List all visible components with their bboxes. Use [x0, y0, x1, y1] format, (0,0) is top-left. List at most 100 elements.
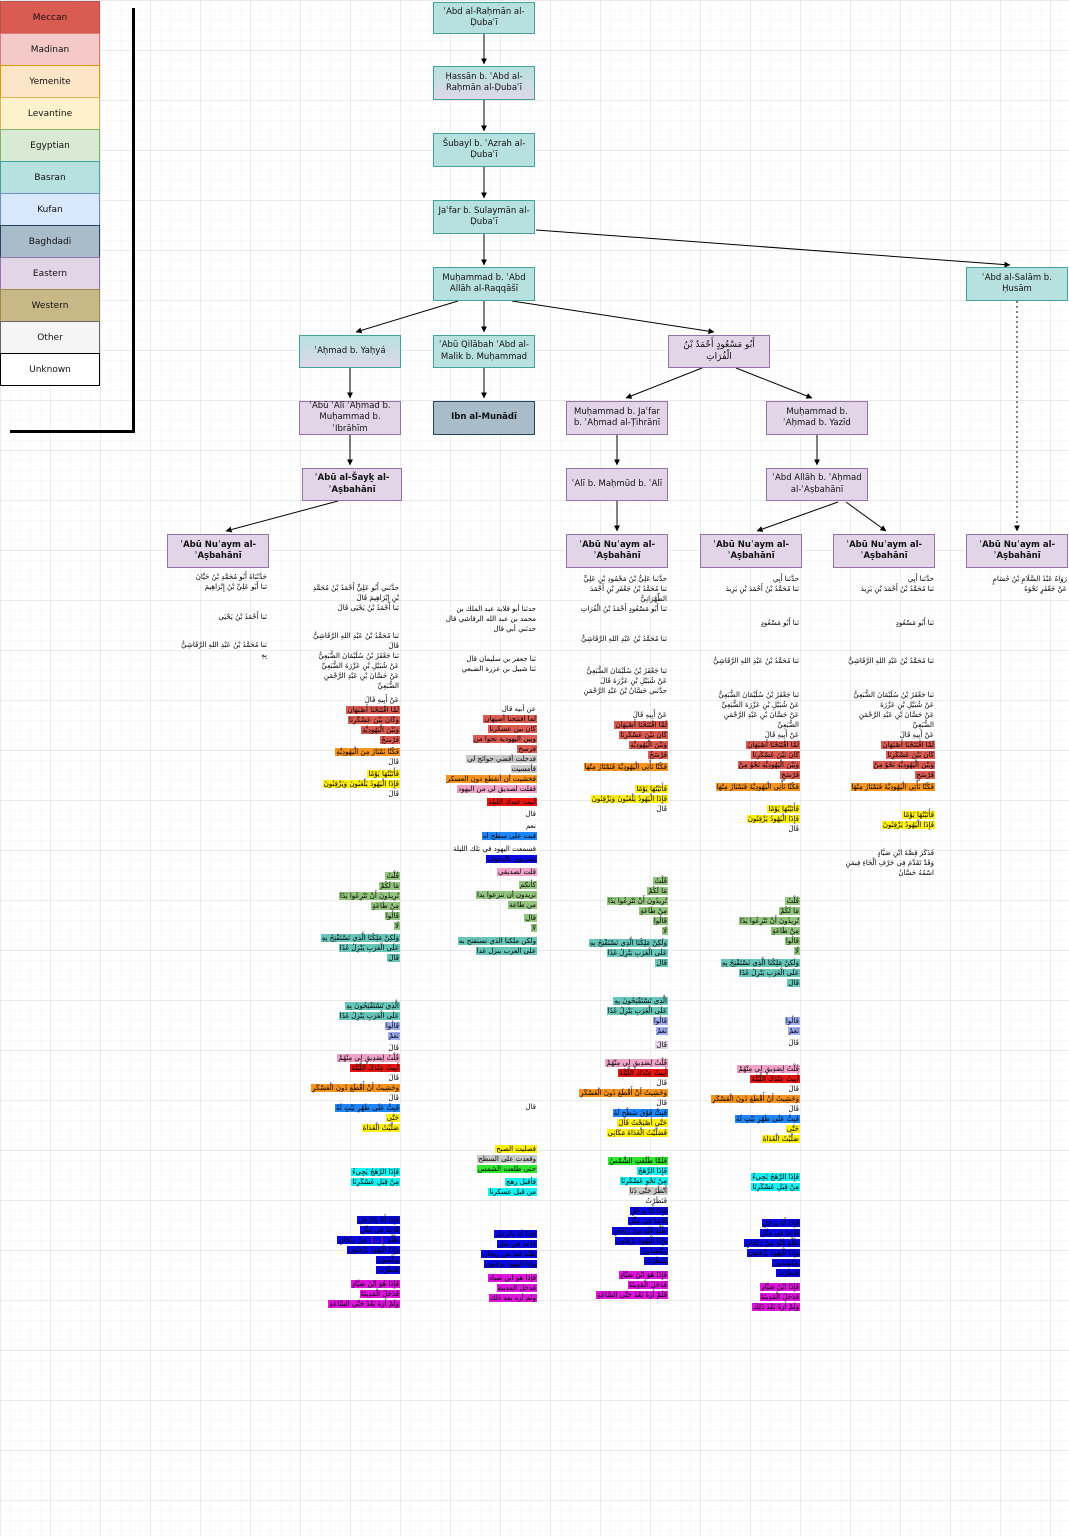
text-line: ثنا أَبُو مَسْعُودٍ [760, 619, 799, 627]
text-line: يضربون بالدفوف [486, 855, 537, 863]
text-line: الَّذِي تَسْتَفْتِحُونَ بِهِ [613, 997, 668, 1005]
node-ali-b-mahmud-b-ali[interactable]: ʿAlī b. Maḥmūd b. ʿAlī [566, 468, 668, 501]
legend-item-western: Western [0, 289, 100, 322]
text-line: عَنْ حَسَّانَ بْنِ عَبْدِ الرَّحْمَنِ [323, 672, 399, 680]
text-line: رَوَاهُ عَبْدُ السَّلَامِ بْنُ حُسَامٍ [992, 575, 1067, 583]
matn-column-abu-nuaym-1-short: حَدَّثَنَاهُ أَبُو مُحَمَّدِ بْنُ حَيَّا… [158, 572, 268, 660]
text-line: قَالَ [788, 1039, 799, 1047]
text-line: مَا لَكُمْ [647, 887, 668, 895]
node-abu-nuaym-al-asbahani-1[interactable]: ʾAbū Nuʿaym al-ʾAṣbahānī [167, 534, 269, 568]
text-line: وبين اليهودية نحوا من [472, 735, 537, 743]
text-line: ثنا مُحَمَّدُ بْنُ عَبْدِ اللهِ الرَّقَا… [181, 641, 267, 649]
legend-item-unknown: Unknown [0, 353, 100, 386]
node-muhammad-b-abd-allah-al-raqqashi[interactable]: Muḥammad b. ʿAbd Allāh al-Raqqāšī [433, 267, 535, 301]
node-abd-al-rahman-al-dubai[interactable]: ʿAbd al-Raḥmān al-Ḍubaʿī [433, 2, 535, 34]
text-line: عَنْ أَبِيهِ قَالَ [632, 711, 667, 719]
text-line: فَرْسَخٍ [780, 771, 800, 779]
text-line: أَنْظُرُ حَتَّى دَنَا [628, 1187, 668, 1195]
node-abu-ali-ahmad-b-muhammad-b-ibrahim[interactable]: ʾAbū ʿAlī ʾAḥmad b. Muḥammad b. ʾIbrāhīm [299, 401, 401, 435]
text-line: وَلَكِنْ مَلِكُنَا الَّذِي نَسْتَفْتِحُ … [720, 959, 800, 967]
legend-item-other: Other [0, 321, 100, 354]
node-ahmad-b-yahya[interactable]: ʾAḥmad b. Yaḥyá [299, 335, 401, 368]
text-line: فَأَتَيْتُهَا يَوْمًا [767, 805, 800, 813]
text-line: فخشيت أن أنقطع دون العسكر [445, 775, 537, 783]
text-line: قَاعِدٌ فِي مِثْلِ [759, 1229, 800, 1237]
text-line: فَكُنَّا نَأْتِي الْيَهُودِيَّةَ فَنَمْت… [583, 763, 668, 771]
text-line: فَنَظَرْتُ [776, 1269, 800, 1277]
text-line: قَالَ [656, 805, 667, 813]
text-line: حَتَّى [385, 1114, 400, 1122]
node-abu-masud-ahmad-b-al-furat[interactable]: أَبُو مَسْعُودٍ أَحْمَدُ بْنُ الْفُرَاتِ [668, 335, 770, 368]
text-line: لما افتتحنا أصبهان [483, 715, 537, 723]
text-line: وَبَيْنَ الْيَهُودِيَّةِ نَحْوٌ مِنْ [872, 761, 935, 769]
text-line: قَاعِدٌ فِي مِثْلِ [627, 1217, 668, 1225]
text-line: قَالَ [655, 959, 668, 967]
text-line: مِنْ طَاعَةٍ [371, 902, 400, 910]
text-line: ثنا أَبُو مَسْعُودٍ [895, 619, 934, 627]
node-shubayl-b-azrah-al-dubai[interactable]: Šubayl b. ʿAzrah al-Ḍubaʿī [433, 133, 535, 167]
text-line: عَنْ جَعْفَرٍ نَحْوَهُ [1024, 585, 1067, 593]
text-line: فَنَظَرْتُ [644, 1257, 668, 1265]
text-line: فَإِذَا الْيَهُودُ يَلْعَبُونَ وَيَزْفِن… [322, 780, 400, 788]
text-line: ظُلَّةٍ [...] مِنْ رَيْحَانٍ [337, 1236, 400, 1244]
text-line: وَيُنْشِدُونَ [772, 1259, 800, 1267]
text-line: وَخَشِيتُ أَنْ أُقْطَعَ دُونَ الْعَسْكَر… [711, 1095, 800, 1103]
text-line: ظُلَّةٍ قُبَّةٍ مِنْ رَيْحَانٍ [744, 1239, 800, 1247]
text-line: كَانَ بَيْنَ عَسْكَرِنَا [619, 731, 668, 739]
node-abu-nuaym-al-asbahani-3[interactable]: ʾAbū Nuʿaym al-ʾAṣbahānī [700, 534, 802, 568]
text-line: فَكُنَّا نَأْتِي الْيَهُودِيَّةَ فَنَمْت… [850, 783, 935, 791]
text-line: فدخل المدينة [496, 1284, 537, 1292]
text-line: قُلْتُ لِصَدِيقٍ لِي مِنْهُمْ [337, 1054, 400, 1062]
text-line: فَإِذَا الرَّهَجُ [637, 1167, 668, 1175]
text-line: وَإِذَا الْيَهُودُ يَزْفِنُونَ [614, 1237, 668, 1245]
node-muhammad-b-ahmad-b-yazid[interactable]: Muḥammad b. ʾAḥmad b. Yazīd [766, 401, 868, 435]
node-abd-al-salam-b-husam[interactable]: ʿAbd al-Salām b. Ḥusām [966, 267, 1068, 301]
text-line: قَالُوا [384, 1022, 400, 1030]
text-line: فأقبل رهج [504, 1178, 537, 1186]
text-line: قَالَ [388, 642, 399, 650]
node-abu-nuaym-al-asbahani-5[interactable]: ʾAbū Nuʿaym al-ʾAṣbahānī [966, 534, 1068, 568]
text-line: فَإِذَا الْيَهُودُ يَزْفِنُونَ [746, 815, 800, 823]
text-line: عَلَى الْعَرَبِ يَنْزِلُ غَدًا [606, 1007, 668, 1015]
text-line: نعم [526, 822, 536, 830]
text-line: حَتَّى أَصْبَحْتُ قَالَ [617, 1119, 668, 1127]
node-abd-allah-b-ahmad-al-asbahani[interactable]: ʿAbd Allāh b. ʾAḥmad al-ʾAṣbahānī [766, 468, 868, 501]
text-line: قَاعِدٌ فِي مِثْلِ [359, 1226, 400, 1234]
node-abu-qilabah-abd-al-malik-b-muhammad[interactable]: ʾAbū Qilābah ʿAbd al-Malik b. Muḥammad [433, 335, 535, 368]
text-line: فَأَتَيْتُهَا يَوْمًا [902, 811, 935, 819]
node-abu-nuaym-al-asbahani-4[interactable]: ʾAbū Nuʿaym al-ʾAṣbahānī [833, 534, 935, 568]
node-abu-nuaym-al-asbahani-2[interactable]: ʾAbū Nuʿaym al-ʾAṣbahānī [566, 534, 668, 568]
text-line: قَالَ [787, 979, 800, 987]
text-line: نَعَمْ [656, 1027, 668, 1035]
text-line: ثنا جَعْفَرُ بْنُ سُلَيْمَانَ الضُّبَعِي… [853, 691, 934, 699]
node-abu-al-shaykh-al-asbahani[interactable]: ʾAbū al-Šayḵ al-ʾAṣbahānī [302, 468, 402, 501]
text-line: فَإِذَا هُوَ ابْنُ صَيَّادٍ [618, 1271, 668, 1279]
text-line: لَمَّا افْتَتَحْنَا أَصْبَهَانَ [746, 741, 800, 749]
text-line: فقلت لصديق لي من اليهود [457, 785, 537, 793]
text-line: ثنا جَعْفَرُ بْنُ سُلَيْمَانَ الضُّبَعِي… [586, 667, 667, 675]
text-line: الضُّبَعِيِّ [912, 721, 934, 729]
text-line: ولكن ملكنا الذي نستفتح به [457, 937, 537, 945]
text-line: عن أبيه قال [501, 705, 536, 713]
text-line: فَإِذَا ابْنُ صَيَّادٍ [760, 1283, 800, 1291]
text-line: حدَّثنا عَلِيُّ بْنُ مَحْمُودِ بْنِ عَلِ… [583, 575, 667, 583]
node-jafar-b-sulayman-al-dubai[interactable]: Jaʿfar b. Sulaymān al-Ḍubaʿī [433, 200, 535, 234]
node-muhammad-b-jafar-b-ahmad-al-tihrani[interactable]: Muḥammad b. Jaʿfar b. ʾAḥmad al-Ṭihrānī [566, 401, 668, 435]
text-line: فدخلت أقضي حوائج لي [466, 755, 537, 763]
text-line: مِنْ نَحْوِ عَسْكَرِنَا [620, 1177, 668, 1185]
node-ibn-al-munadi[interactable]: Ibn al-Munādī [433, 401, 535, 435]
text-line: وَكَانَ بَيْنَ عَسْكَرِنَا [347, 716, 400, 724]
edge-arrow [535, 229, 1011, 268]
text-line: فَنَظَرْتُ [645, 1197, 667, 1205]
text-line: وَيَلْعَبُونَ [376, 1256, 400, 1264]
text-line: فَدَخَلَ الْمَدِينَةَ [627, 1281, 668, 1289]
text-line: ثنا أَبُو مَسْعُودٍ أَحْمَدُ بْنُ الْفُر… [580, 605, 667, 613]
text-line: تُرِيدُونَ أَنْ تَنْزِعُوا يَدًا [739, 917, 800, 925]
text-line: فسمعت اليهود في تلك الليلة [453, 845, 536, 853]
node-hassan-b-abd-al-rahman-al-dubai[interactable]: Ḥassān b. ʿAbd al-Raḥmān al-Ḍubaʿī [433, 66, 535, 100]
text-line: قَالُوا [784, 937, 800, 945]
text-line: قَالَ [387, 954, 400, 962]
text-line: تريدون أن تنزعوا يدا [476, 891, 537, 899]
